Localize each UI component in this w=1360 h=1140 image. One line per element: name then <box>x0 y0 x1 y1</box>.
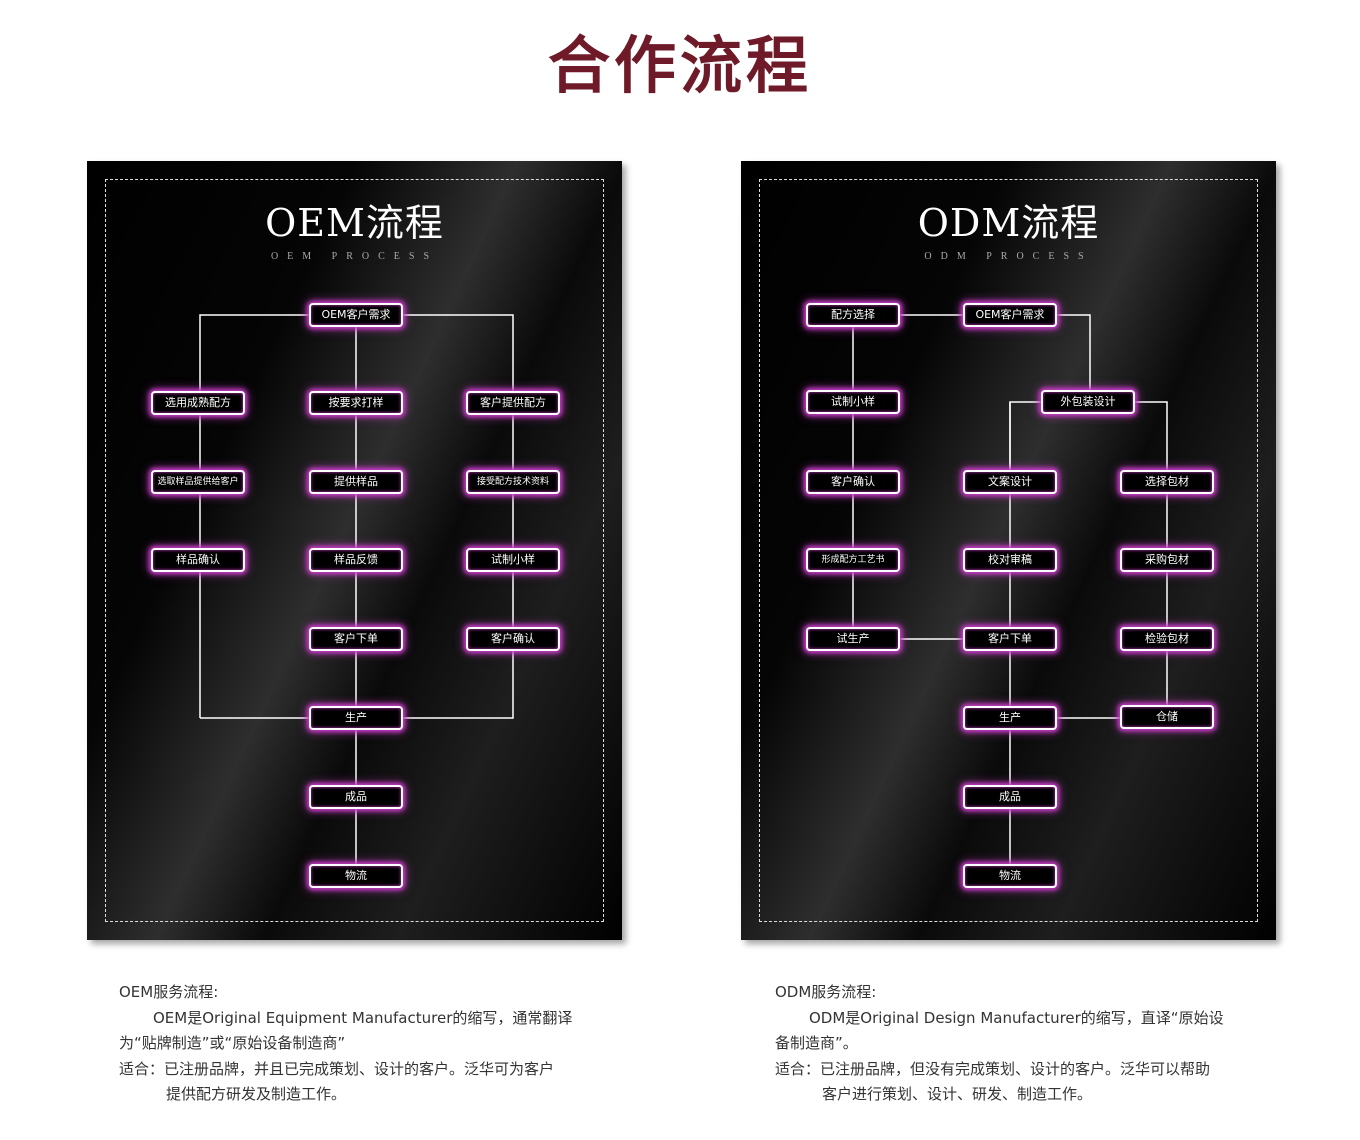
flow-node: OEM客户需求 <box>309 303 403 327</box>
flow-node: 客户确认 <box>466 627 560 651</box>
flow-node: 客户下单 <box>309 627 403 651</box>
odm-desc-p2b: 客户进行策划、设计、研发、制造工作。 <box>822 1085 1093 1103</box>
flow-node: 物流 <box>963 864 1057 888</box>
flow-node: OEM客户需求 <box>963 303 1057 327</box>
oem-desc-p2b: 提供配方研发及制造工作。 <box>166 1085 347 1103</box>
flow-node: 采购包材 <box>1120 548 1214 572</box>
flow-node: 成品 <box>309 785 403 809</box>
page-title: 合作流程 <box>547 29 812 102</box>
flow-node: 样品反馈 <box>309 548 403 572</box>
flow-node: 校对审稿 <box>963 548 1057 572</box>
oem-desc-p1b: 为“贴牌制造”或“原始设备制造商” <box>119 1034 346 1052</box>
oem-desc-heading: OEM服务流程: <box>119 983 219 1001</box>
flow-node: 选择包材 <box>1120 470 1214 494</box>
flow-node: 选取样品提供给客户 <box>151 470 245 494</box>
flow-node: 试生产 <box>806 627 900 651</box>
flow-node: 仓储 <box>1120 705 1214 729</box>
flow-node: 试制小样 <box>806 390 900 414</box>
flow-node: 外包装设计 <box>1041 390 1135 414</box>
flow-node: 检验包材 <box>1120 627 1214 651</box>
flow-node: 样品确认 <box>151 548 245 572</box>
odm-description: ODM服务流程: ODM是Original Design Manufacture… <box>775 980 1255 1108</box>
odm-desc-heading: ODM服务流程: <box>775 983 877 1001</box>
oem-desc-p2: 适合：已注册品牌，并且已完成策划、设计的客户。泛华可为客户 <box>119 1059 555 1078</box>
oem-desc-p1: OEM是Original Equipment Manufacturer的缩写，通… <box>153 1008 573 1027</box>
odm-subtitle: ODM PROCESS <box>924 251 1093 262</box>
flow-node: 提供样品 <box>309 470 403 494</box>
flow-node: 客户提供配方 <box>466 391 560 415</box>
odm-title: ODM流程 <box>917 201 1100 245</box>
flow-node: 形成配方工艺书 <box>806 548 900 572</box>
oem-panel: OEM流程 OEM PROCESS OEM客户需求 选用成熟配方 按要求打样 客… <box>87 161 622 940</box>
dashed-frame <box>105 179 604 922</box>
oem-description: OEM服务流程: OEM是Original Equipment Manufact… <box>119 980 599 1108</box>
flow-node: 生产 <box>309 706 403 730</box>
flow-node: 选用成熟配方 <box>151 391 245 415</box>
flow-node: 配方选择 <box>806 303 900 327</box>
flow-node: 客户确认 <box>806 470 900 494</box>
flow-node: 接受配方技术资料 <box>466 470 560 494</box>
flow-node: 客户下单 <box>963 627 1057 651</box>
flow-node: 文案设计 <box>963 470 1057 494</box>
flow-node: 成品 <box>963 785 1057 809</box>
odm-desc-p2: 适合：已注册品牌，但没有完成策划、设计的客户。泛华可以帮助 <box>775 1059 1211 1078</box>
oem-subtitle: OEM PROCESS <box>270 251 439 262</box>
odm-panel: ODM流程 ODM PROCESS 配方选择 OEM客户需求 试制小样 外包装设… <box>741 161 1276 940</box>
odm-desc-p1b: 备制造商”。 <box>775 1034 858 1052</box>
flow-node: 生产 <box>963 706 1057 730</box>
oem-title: OEM流程 <box>265 201 444 245</box>
flow-node: 按要求打样 <box>309 391 403 415</box>
flow-node: 试制小样 <box>466 548 560 572</box>
dashed-frame <box>759 179 1258 922</box>
odm-desc-p1: ODM是Original Design Manufacturer的缩写，直译“原… <box>809 1008 1224 1027</box>
flow-node: 物流 <box>309 864 403 888</box>
